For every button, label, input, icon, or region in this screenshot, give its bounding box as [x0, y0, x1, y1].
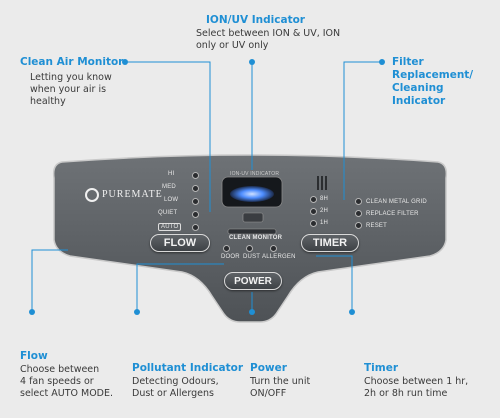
flow-level-auto: AUTO — [158, 223, 182, 231]
pollutant-door: DOOR — [221, 254, 240, 260]
power-title: Power — [250, 362, 287, 374]
timer-8h: 8H — [320, 196, 329, 202]
clean-monitor-label: CLEAN MONITOR — [229, 235, 283, 241]
pollutant-title: Pollutant Indicator — [132, 362, 244, 374]
led-8h — [310, 196, 317, 203]
flow-title: Flow — [20, 350, 48, 362]
filter-clean-grid: CLEAN METAL GRID — [366, 199, 427, 205]
led-auto — [192, 224, 199, 231]
led-med — [192, 185, 199, 192]
clean-air-title: Clean Air Monitor — [20, 56, 124, 68]
ion-uv-title: ION/UV Indicator — [206, 14, 305, 26]
timer-button[interactable]: TIMER — [301, 234, 359, 252]
pollutant-desc: Detecting Odours, Dust or Allergens — [132, 376, 219, 399]
led-door — [223, 245, 230, 252]
flow-desc: Choose between 4 fan speeds or select AU… — [20, 364, 114, 399]
timer-1h: 1H — [320, 220, 329, 226]
timer-2h: 2H — [320, 208, 329, 214]
power-desc: Turn the unit ON/OFF — [250, 376, 311, 399]
filter-reset: RESET — [366, 223, 388, 229]
flow-level-low: LOW — [164, 197, 179, 203]
ion-uv-label: ION-UV INDICATOR — [230, 171, 280, 177]
flow-button[interactable]: FLOW — [150, 234, 210, 252]
led-reset — [355, 222, 362, 229]
timer-title: Timer — [364, 362, 399, 374]
clean-air-desc: Letting you know when your air is health… — [30, 72, 112, 107]
led-low — [192, 198, 199, 205]
filter-replace: REPLACE FILTER — [366, 211, 419, 217]
led-dust — [246, 245, 253, 252]
flow-level-med: MED — [162, 184, 176, 190]
led-1h — [310, 220, 317, 227]
pollutant-allergen: ALLERGEN — [262, 254, 296, 260]
pollutant-dust: DUST — [243, 254, 261, 260]
flow-level-hi: HI — [168, 171, 175, 177]
filter-title: Filter Replacement/ Cleaning Indicator — [392, 56, 474, 107]
ion-uv-desc: Select between ION & UV, ION only or UV … — [196, 28, 341, 51]
brand-logo: PUREMATE — [102, 189, 163, 200]
led-quiet — [192, 211, 199, 218]
led-replace-filter — [355, 210, 362, 217]
puremate-logo-icon — [85, 188, 99, 202]
led-hi — [192, 172, 199, 179]
power-button[interactable]: POWER — [224, 272, 282, 290]
led-2h — [310, 208, 317, 215]
led-clean-grid — [355, 198, 362, 205]
timer-desc: Choose between 1 hr, 2h or 8h run time — [364, 376, 469, 399]
ion-uv-display — [230, 186, 274, 202]
led-allergen — [270, 245, 277, 252]
flow-level-quiet: QUIET — [158, 210, 178, 216]
